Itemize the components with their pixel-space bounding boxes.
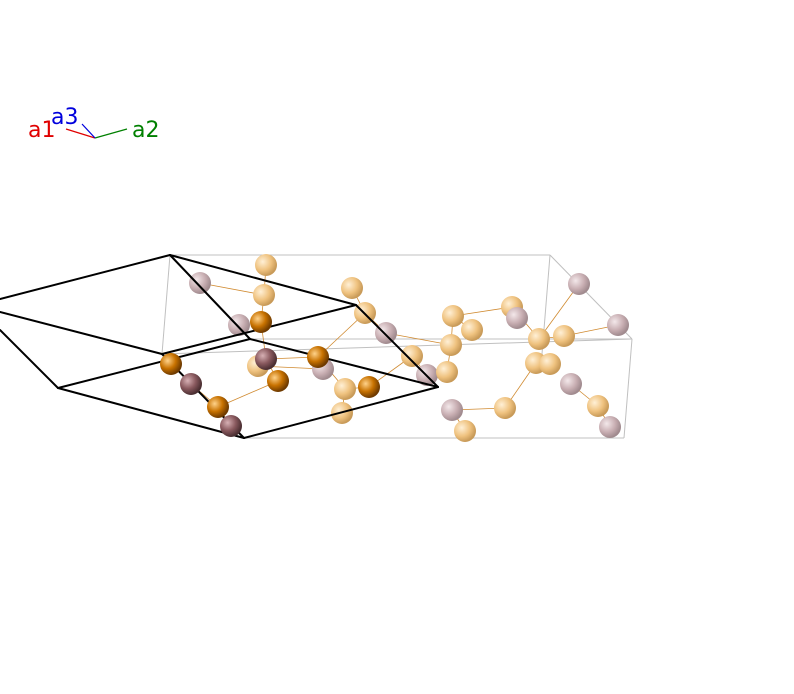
atom-image-orange[interactable] [539, 353, 561, 375]
axis-triad: a1 a3 a2 [28, 105, 159, 143]
atom-image-orange[interactable] [341, 277, 363, 299]
atom-mauve[interactable] [220, 415, 242, 437]
atom-image-orange[interactable] [442, 305, 464, 327]
atom-orange[interactable] [207, 396, 229, 418]
atom-image-orange[interactable] [587, 395, 609, 417]
atom-image-orange[interactable] [461, 319, 483, 341]
a3-axis-label: a3 [51, 105, 78, 130]
atom-image-mauve[interactable] [560, 373, 582, 395]
atom-image-mauve[interactable] [506, 307, 528, 329]
atom-mauve[interactable] [180, 373, 202, 395]
atom-orange[interactable] [307, 346, 329, 368]
atom-image-orange[interactable] [440, 334, 462, 356]
a1-axis-label: a1 [28, 118, 55, 143]
atom-image-mauve[interactable] [568, 273, 590, 295]
a2-axis-line [94, 128, 128, 139]
atom-image-orange[interactable] [255, 254, 277, 276]
atom-orange[interactable] [160, 353, 182, 375]
atom-image-orange[interactable] [494, 397, 516, 419]
atom-image-orange[interactable] [553, 325, 575, 347]
atom-image-orange[interactable] [334, 378, 356, 400]
a2-axis-label: a2 [132, 118, 159, 143]
atom-image-mauve[interactable] [441, 399, 463, 421]
atom-image-orange[interactable] [253, 284, 275, 306]
atom-orange[interactable] [250, 311, 272, 333]
atom-image-mauve[interactable] [189, 272, 211, 294]
bonds [170, 264, 619, 432]
atom-image-mauve[interactable] [228, 314, 250, 336]
atom-orange[interactable] [267, 370, 289, 392]
cell-atoms [160, 311, 380, 437]
atom-image-mauve[interactable] [599, 416, 621, 438]
atom-mauve[interactable] [255, 348, 277, 370]
atom-image-mauve[interactable] [375, 322, 397, 344]
a1-axis-line [65, 128, 96, 139]
a3-axis-line [81, 123, 96, 139]
image-atoms [189, 254, 629, 442]
atom-image-orange[interactable] [436, 361, 458, 383]
atom-orange[interactable] [358, 376, 380, 398]
atom-image-mauve[interactable] [607, 314, 629, 336]
atom-image-orange[interactable] [401, 345, 423, 367]
atom-image-orange[interactable] [528, 328, 550, 350]
atom-image-orange[interactable] [454, 420, 476, 442]
